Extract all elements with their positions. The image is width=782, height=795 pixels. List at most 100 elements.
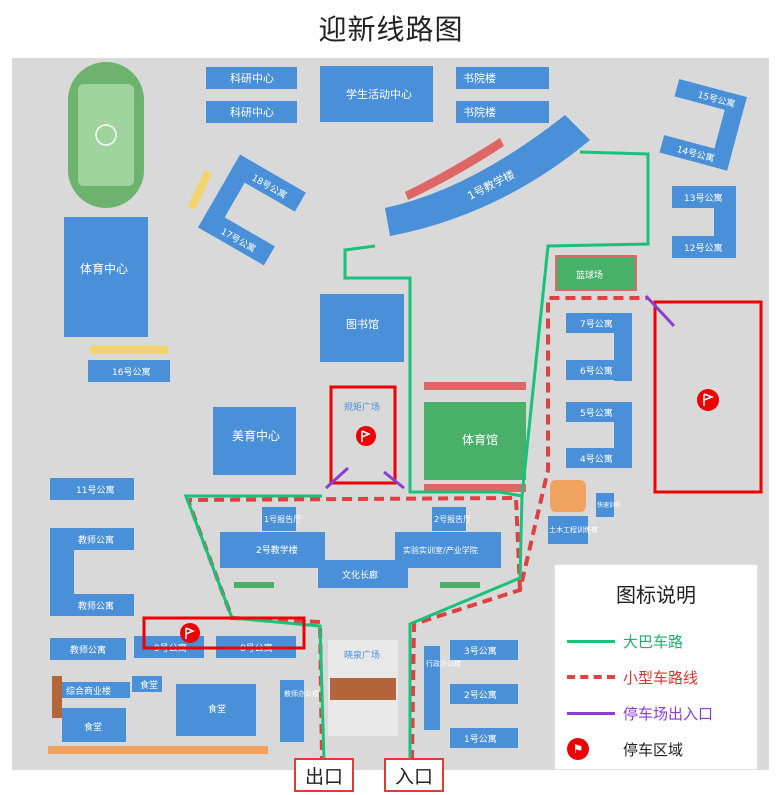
building-faculty-apt	[50, 638, 126, 660]
label-dorm-7: 7号公寓	[580, 318, 613, 330]
label-canteen-1: 食堂	[84, 721, 102, 733]
page-title: 迎新线路图	[318, 13, 464, 46]
legend-car: 小型车路线	[567, 665, 698, 689]
building-gym	[424, 402, 526, 480]
yellow-strip	[187, 170, 213, 210]
building-dorms-17-18: 18号公寓 17号公寓	[198, 154, 306, 266]
label-dorm-13: 13号公寓	[684, 192, 722, 204]
label-hall-2: 2号报告厅	[434, 514, 471, 524]
flag-icon	[361, 430, 371, 442]
building-admin	[424, 646, 440, 730]
building-lab	[395, 532, 501, 568]
building-teaching-2	[220, 532, 325, 568]
building-sports-center	[64, 217, 148, 337]
label-research-2: 科研中心	[230, 105, 274, 119]
flag-icon	[185, 627, 195, 639]
building-academy-1	[456, 67, 549, 89]
legend-io-label: 停车场出入口	[623, 704, 714, 723]
label-culture: 文化长廊	[342, 569, 378, 581]
label-dorm-5: 5号公寓	[580, 407, 613, 419]
label-student-center: 学生活动中心	[346, 87, 412, 101]
parking-west-box	[142, 616, 306, 650]
legend-title: 图标说明	[616, 583, 696, 607]
label-academy-2: 书院楼	[463, 105, 496, 119]
building-arts-center	[213, 407, 296, 475]
parking-flag-icon: ⚑	[567, 738, 589, 760]
parking-io-arrow-1	[644, 294, 676, 328]
red-strip-gym-bottom	[424, 484, 526, 492]
building-canteen-3	[176, 684, 256, 736]
parking-east-icon	[697, 389, 719, 411]
football-field	[78, 84, 134, 186]
red-strip-top	[405, 138, 504, 200]
building-commerce	[62, 682, 130, 698]
label-teacher-apt-2: 教师公寓	[78, 600, 114, 612]
legend: 图标说明 大巴车路 小型车路线 停车场出入口 ⚑ 停车区域	[554, 564, 758, 770]
label-research-1: 科研中心	[230, 71, 274, 85]
building-student-center	[320, 66, 433, 122]
building-culture-corridor	[318, 560, 408, 588]
exit-label: 出口	[304, 765, 343, 788]
label-library: 图书馆	[346, 317, 379, 331]
label-dorm-12: 12号公寓	[684, 242, 722, 254]
legend-car-swatch	[567, 675, 615, 679]
building-dorm-3	[450, 640, 518, 660]
label-commerce: 综合商业楼	[66, 685, 111, 697]
exit-gate: 出口	[294, 758, 354, 792]
label-fac-office: 教师办公楼	[284, 689, 319, 698]
flag-icon	[703, 393, 715, 406]
building-academy-2	[456, 101, 549, 123]
building-dorm-6	[566, 360, 632, 380]
building-civil-round	[550, 480, 586, 512]
label-hall-1: 1号报告厅	[264, 514, 301, 524]
label-dorm-2: 2号公寓	[464, 689, 497, 701]
label-arts-center: 美育中心	[232, 428, 280, 443]
label-gym: 体育馆	[462, 432, 498, 447]
green-strip-2	[440, 582, 480, 588]
green-strip-1	[234, 582, 274, 588]
building-hall-2	[432, 507, 466, 531]
legend-bus: 大巴车路	[567, 629, 683, 653]
building-dorm-16	[88, 360, 170, 382]
entrance-label: 入口	[394, 765, 433, 788]
label-dorm-4: 4号公寓	[580, 453, 613, 465]
building-research-1	[206, 67, 297, 89]
label-dorm-16: 16号公寓	[112, 366, 150, 378]
building-dorm-2	[450, 684, 518, 704]
building-dorm-4	[566, 448, 632, 468]
red-strip-gym	[424, 382, 526, 390]
label-dorm-6: 6号公寓	[580, 365, 613, 377]
legend-car-label: 小型车路线	[623, 668, 699, 687]
label-admin: 行政办公楼	[426, 659, 461, 668]
route-bus-1	[343, 150, 650, 760]
basketball-court	[555, 255, 637, 291]
legend-io-swatch	[567, 711, 615, 715]
parking-io-arrow-3	[383, 470, 405, 490]
building-teacher-apt-2	[50, 594, 134, 616]
building-research-2	[206, 101, 297, 123]
gate-building	[330, 678, 396, 700]
label-dorm-11: 11号公寓	[76, 484, 114, 496]
label-plaza: 规矩广场	[344, 401, 380, 413]
parking-io-arrow-2	[324, 466, 350, 490]
label-gate-plaza: 晓泉广场	[344, 649, 380, 661]
building-fac-office	[280, 680, 304, 742]
building-dorms-14-15: 15号公寓 14号公寓	[659, 79, 747, 171]
label-faculty-apt: 教师公寓	[70, 644, 106, 656]
label-court: 篮球场	[576, 269, 603, 281]
building-dorm-11	[50, 478, 134, 500]
legend-parking-label: 停车区域	[623, 740, 684, 759]
field-center-circle	[95, 124, 117, 146]
label-civil: 土木工程训练楼	[549, 525, 598, 534]
yellow-strip-16	[90, 346, 168, 354]
orange-strip	[48, 746, 268, 754]
label-academy-1: 书院楼	[463, 71, 496, 85]
parking-plaza-box	[329, 385, 397, 485]
label-teaching-2: 2号教学楼	[256, 544, 298, 556]
building-hall-1	[262, 507, 296, 531]
label-dorm-1: 1号公寓	[464, 733, 497, 745]
building-rapid	[596, 493, 614, 517]
building-canteen-2	[132, 676, 162, 692]
